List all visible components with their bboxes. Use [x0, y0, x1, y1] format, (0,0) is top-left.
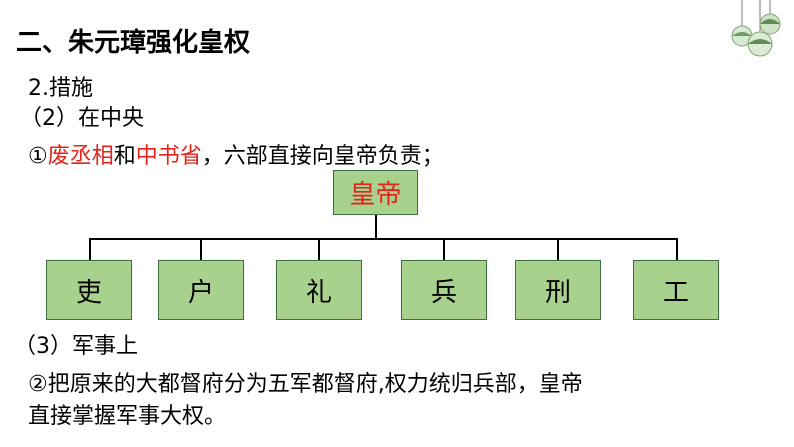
measures-heading: 2.措施	[28, 70, 93, 102]
point-1-rest: ，六部直接向皇帝负责；	[202, 144, 444, 169]
central-heading: （2）在中央	[20, 100, 144, 132]
ministry-box-works: 工	[633, 260, 719, 320]
abolish-chancellor-text: 废丞相	[48, 144, 114, 169]
ministry-box-personnel: 吏	[46, 260, 132, 320]
ministry-box-justice: 刑	[515, 260, 601, 320]
connector-drop-5	[557, 238, 559, 260]
point-1-prefix: ①	[28, 144, 48, 169]
ministry-box-rites: 礼	[276, 260, 362, 320]
page-title: 二、朱元璋强化皇权	[16, 22, 250, 59]
point-2-line-2: 直接掌握军事大权。	[28, 398, 226, 430]
ministry-box-war: 兵	[401, 260, 487, 320]
secretariat-text: 中书省	[136, 144, 202, 169]
point-2-line-1: ②把原来的大都督府分为五军都督府,权力统归兵部，皇帝	[28, 366, 583, 398]
ministry-box-revenue: 户	[158, 260, 244, 320]
connector-drop-4	[443, 238, 445, 260]
connector-horizontal-bar	[89, 238, 678, 240]
connector-drop-2	[200, 238, 202, 260]
connector-root-down	[375, 215, 377, 239]
connector-drop-3	[318, 238, 320, 260]
connector-drop-1	[89, 238, 91, 260]
connector-drop-6	[676, 238, 678, 260]
point-1-and: 和	[114, 144, 136, 169]
hanging-lamps-decoration	[720, 0, 794, 70]
emperor-box: 皇帝	[333, 170, 418, 215]
military-heading: （3）军事上	[14, 328, 138, 360]
point-1-text: ①废丞相和中书省，六部直接向皇帝负责；	[28, 138, 444, 170]
